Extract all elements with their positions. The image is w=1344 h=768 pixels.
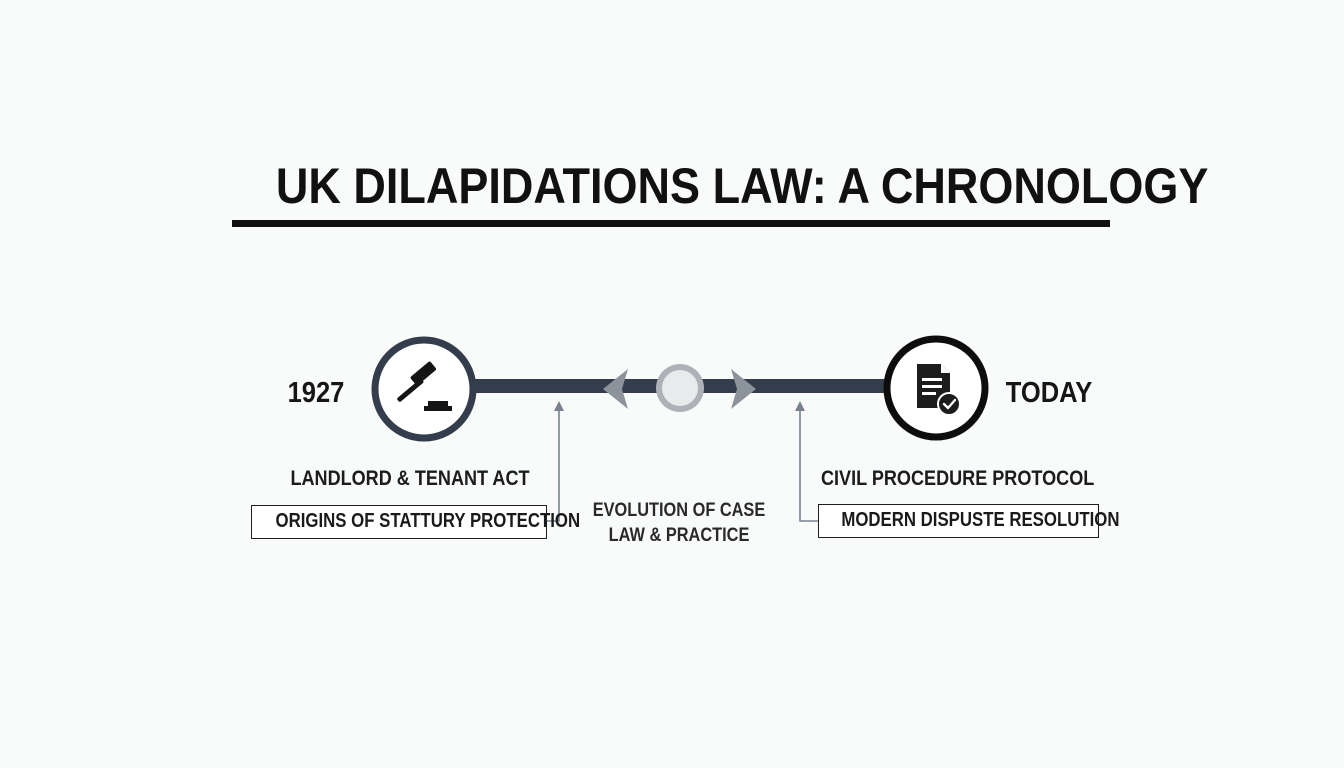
- mid-node: [656, 364, 704, 412]
- title-underline: [232, 220, 1110, 227]
- end-year: TODAY: [1005, 377, 1093, 409]
- document-check-icon: [917, 364, 961, 416]
- end-event-label: CIVIL PROCEDURE PROTOCOL: [821, 467, 1095, 490]
- middle-caption-line2: LAW & PRACTICE: [608, 525, 750, 546]
- start-node: [371, 336, 477, 442]
- arrow-left-icon: [603, 369, 628, 409]
- end-description-text: MODERN DISPUSTE RESOLUTION: [841, 509, 1120, 531]
- start-description-text: ORIGINS OF STATTURY PROTECTION: [275, 510, 581, 532]
- start-description-box: ORIGINS OF STATTURY PROTECTION: [251, 505, 581, 539]
- page-title: UK DILAPIDATIONS LAW: A CHRONOLOGY: [275, 158, 1209, 214]
- middle-caption: EVOLUTION OF CASE LAW & PRACTICE: [592, 498, 766, 548]
- end-description-box: MODERN DISPUSTE RESOLUTION: [818, 504, 1120, 538]
- arrow-right-icon: [731, 369, 756, 409]
- gavel-icon: [397, 361, 452, 411]
- middle-caption-line1: EVOLUTION OF CASE: [592, 500, 766, 521]
- right-connector: [795, 401, 818, 522]
- start-year: 1927: [287, 377, 345, 409]
- end-node: [883, 335, 989, 441]
- left-connector: [547, 401, 564, 522]
- start-event-label: LANDLORD & TENANT ACT: [290, 467, 530, 490]
